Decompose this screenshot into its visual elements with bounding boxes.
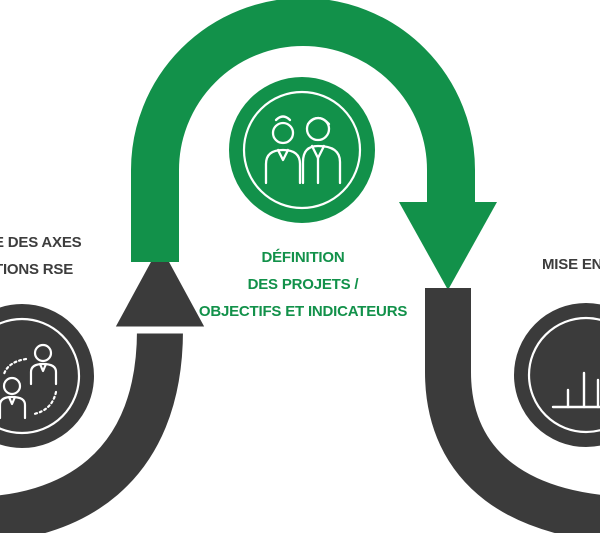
step-label-left: E DES AXES TIONS RSE (0, 229, 82, 283)
step-label-middle-line-3: OBJECTIFS ET INDICATEURS (198, 303, 408, 320)
right-down-arrow (417, 288, 600, 533)
step-label-right-line-1: MISE EN O (542, 256, 600, 273)
step-circle-left (0, 296, 102, 456)
step-label-left-line-1: E DES AXES (0, 234, 82, 251)
bar-chart-icon (551, 371, 600, 409)
step-label-right: MISE EN O (542, 251, 600, 278)
two-people-icon (264, 115, 342, 185)
left-up-arrow (0, 234, 214, 533)
step-label-middle: DÉFINITION DES PROJETS / OBJECTIFS ET IN… (198, 244, 408, 325)
step-circle-right (506, 295, 600, 455)
step-label-middle-line-2: DES PROJETS / (247, 276, 359, 293)
step-label-middle-line-1: DÉFINITION (261, 249, 345, 266)
step-circle-middle (221, 69, 383, 231)
two-people-network-icon (0, 343, 58, 420)
green-arch-arrow (131, 0, 497, 290)
step-label-left-line-2: TIONS RSE (0, 261, 74, 278)
